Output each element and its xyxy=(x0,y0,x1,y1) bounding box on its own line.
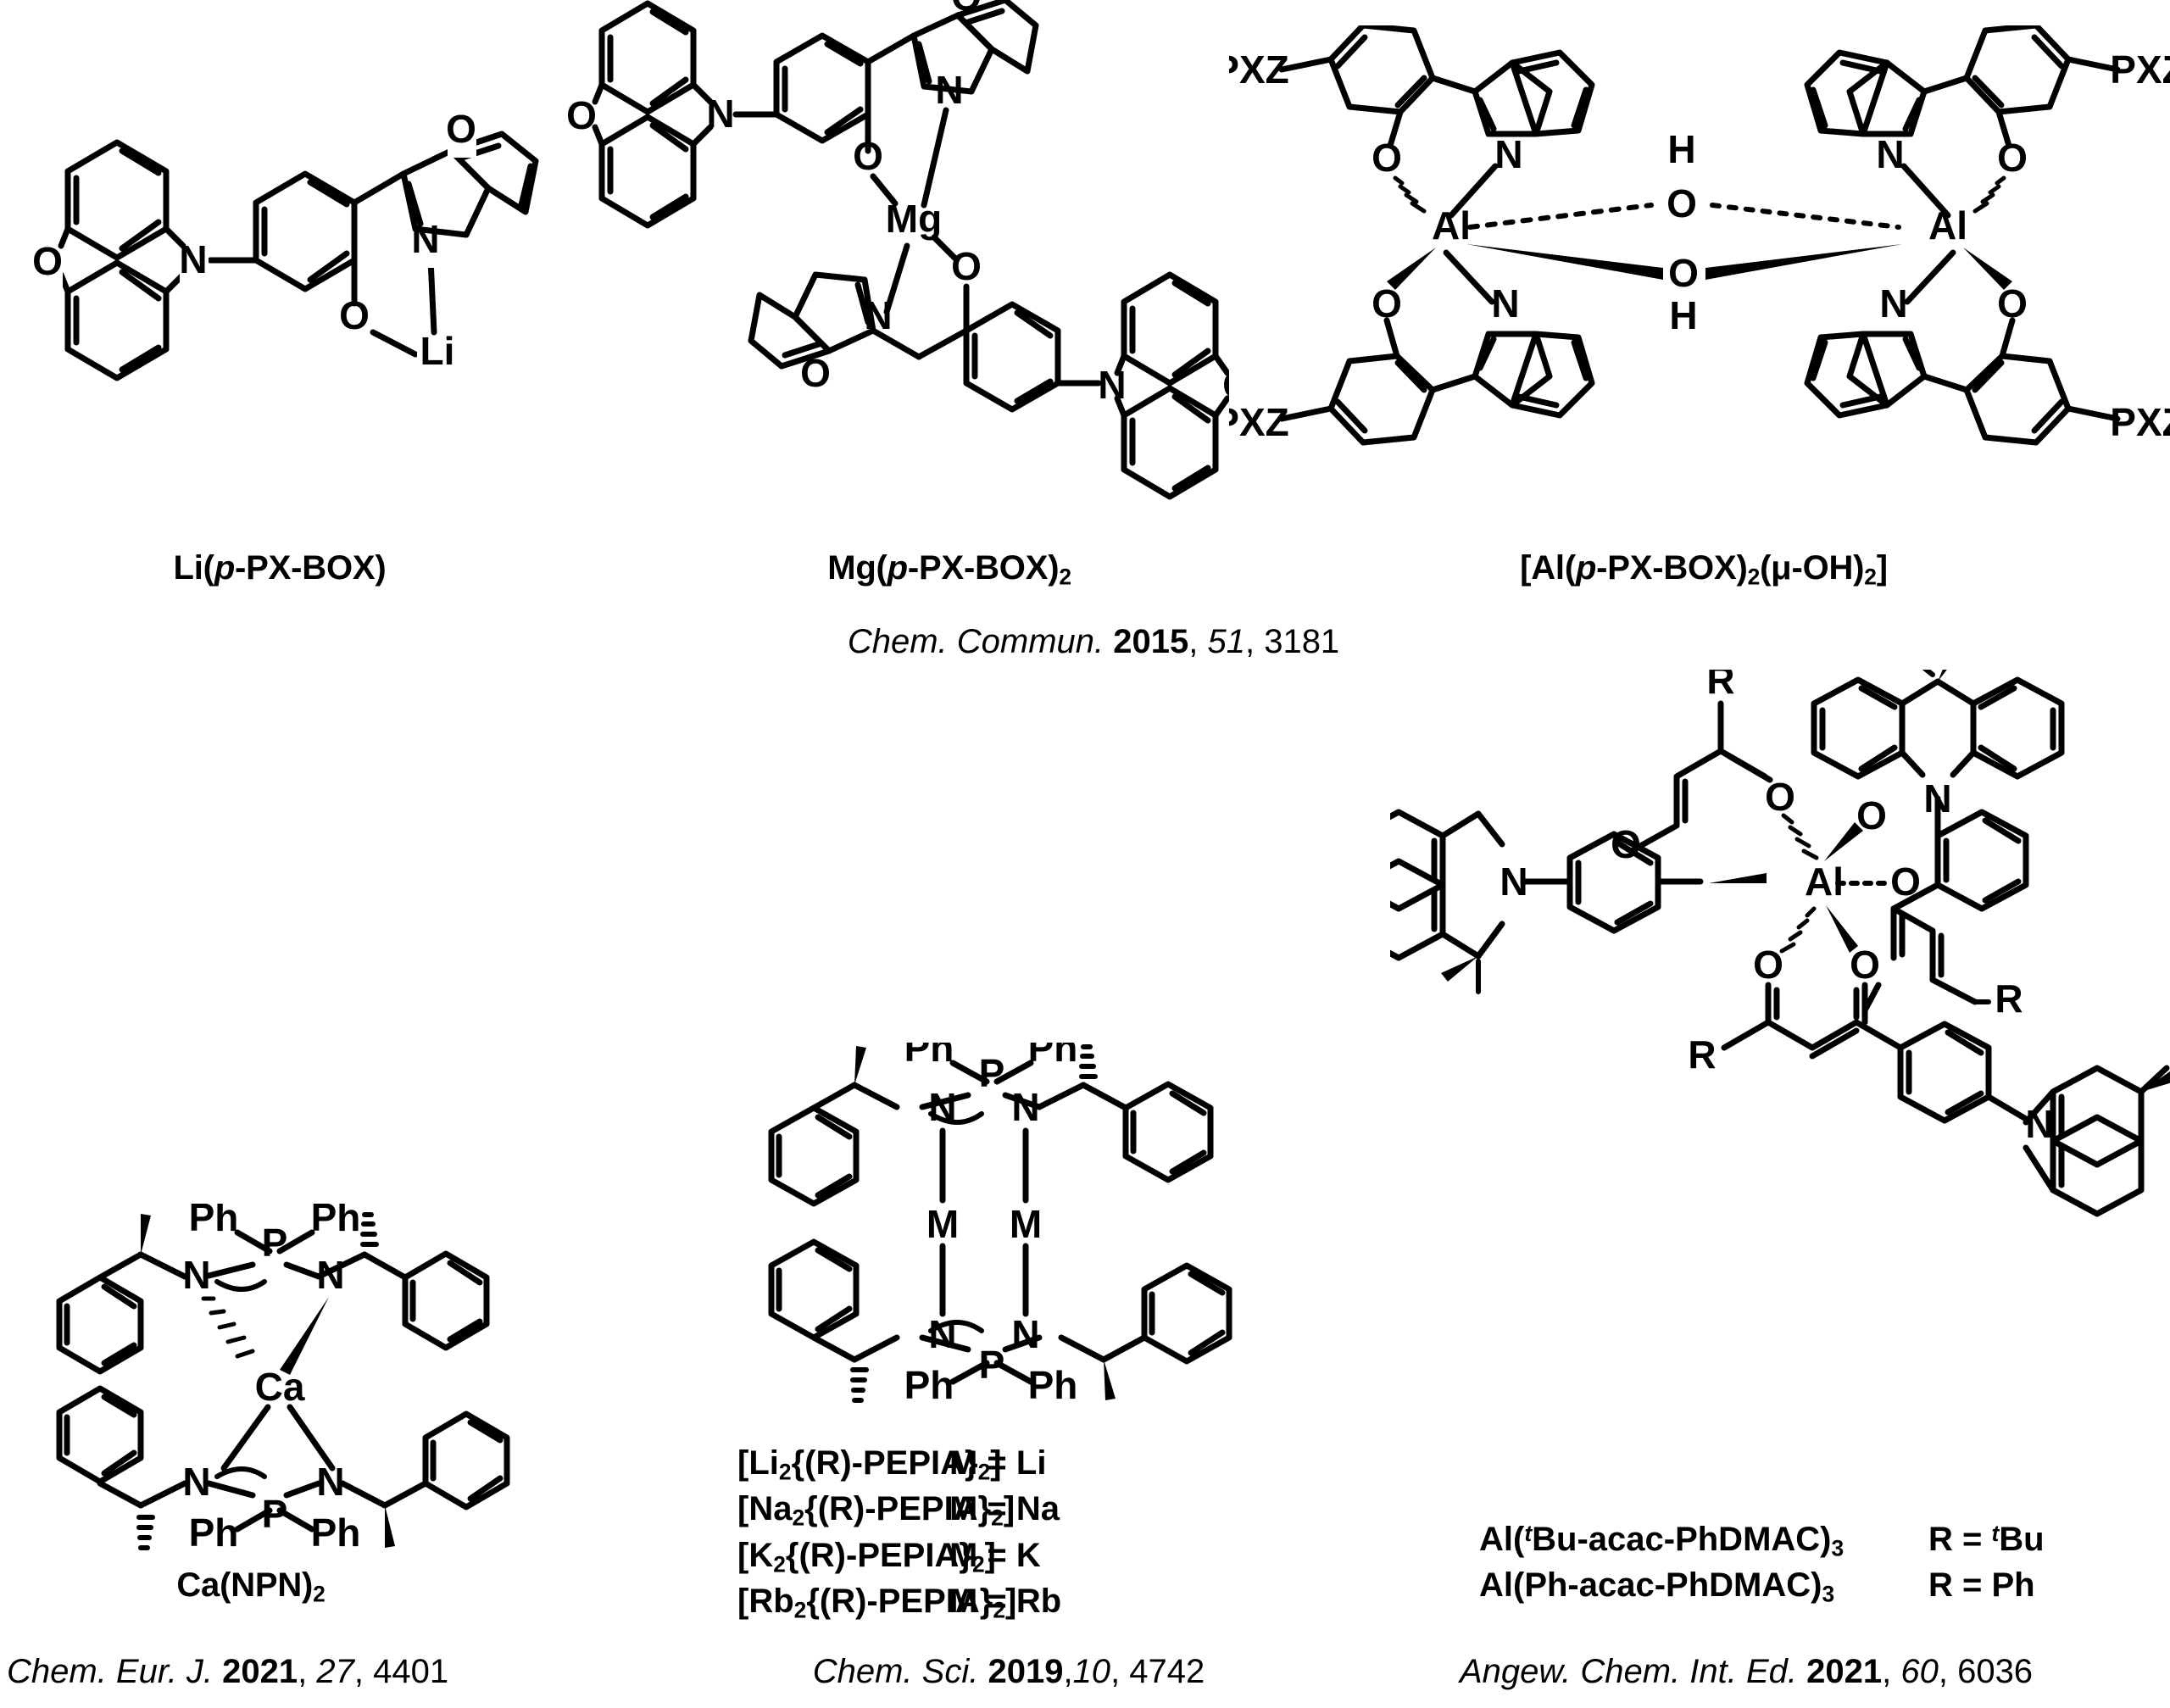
list-item: [Na2{(R)-PEPIA}2]M = Na xyxy=(737,1490,1060,1531)
atom-label-pxz: PXZ xyxy=(2110,400,2170,444)
atom-label-o: O xyxy=(566,93,597,137)
atom-label-al: Al xyxy=(1928,203,1967,248)
atom-label-o: O xyxy=(951,0,982,19)
compound-label-li-p-px-box: Li(p-PX-BOX) xyxy=(173,549,387,587)
atom-label-n: N xyxy=(864,293,892,337)
atom-label-p: P xyxy=(979,1051,1005,1095)
atom-label-n: N xyxy=(182,1253,210,1297)
atom-label-pxz: PXZ xyxy=(1229,400,1289,444)
atom-label-pxz: PXZ xyxy=(2110,47,2170,92)
compound-label-mg-p-px-box-2: Mg(p-PX-BOX)2 xyxy=(827,549,1071,590)
structure-al-acac-phdmac-3: R O O O O R Al O O R N N N xyxy=(1390,670,2170,1517)
atom-label-n: N xyxy=(1011,1312,1039,1356)
svg-text:N: N xyxy=(411,217,439,261)
structure-m2-pepia-2: N P N Ph Ph M M N P N Ph Ph xyxy=(746,1043,1271,1424)
atom-label-h: H xyxy=(1669,293,1697,337)
atom-label-n: N xyxy=(706,92,734,136)
structure-ca-npn-2: N P N Ph Ph Ca N P N Ph Ph xyxy=(34,1204,559,1560)
pepia-compound-list: [Li2{(R)-PEPIA}2]M = Li [Na2{(R)-PEPIA}2… xyxy=(737,1441,1061,1626)
atom-label-o: O xyxy=(1997,136,2028,180)
compound-label-al-dimer: [Al(p-PX-BOX)2(μ-OH)2] xyxy=(1520,549,1888,590)
atom-label-o: O xyxy=(1997,281,2028,325)
group-label-ph: Ph xyxy=(189,1510,239,1555)
atom-label-al: Al xyxy=(1432,203,1471,248)
structure-li-p-px-box: O N O O N Li O N O O N Li xyxy=(17,110,542,526)
group-label-r: R xyxy=(1688,1032,1716,1077)
atom-label-o: O xyxy=(853,134,883,178)
atom-label-m: M xyxy=(1010,1202,1042,1246)
atom-label-al: Al xyxy=(1805,860,1844,904)
group-label-ph: Ph xyxy=(1028,1043,1078,1070)
atom-label-o: O xyxy=(1372,136,1402,180)
atom-label-o: O xyxy=(1372,281,1402,325)
atom-label-n: N xyxy=(1491,281,1519,325)
svg-text:Li: Li xyxy=(420,329,455,373)
structure-al-dimer: PXZ O N Al O N PXZ H O O H PXZ O N Al O … xyxy=(1229,25,2170,534)
list-item: [Rb2{(R)-PEPIA}2]M = Rb xyxy=(737,1583,1062,1623)
atom-label-h: H xyxy=(1667,127,1695,171)
atom-label-n: N xyxy=(1876,132,1904,176)
atom-label-n: N xyxy=(1500,860,1527,904)
group-label-ph: Ph xyxy=(904,1363,954,1407)
group-label-r: R xyxy=(1995,976,2023,1021)
atom-label-n: N xyxy=(935,68,963,112)
atom-label-o: O xyxy=(1850,943,1880,987)
atom-label-o: O xyxy=(1668,251,1699,295)
atom-label-o: O xyxy=(951,244,982,288)
svg-text:O: O xyxy=(339,293,370,337)
atom-label-o: O xyxy=(1753,943,1783,987)
atom-label-ca: Ca xyxy=(255,1365,305,1409)
atom-label-n: N xyxy=(1879,281,1907,325)
atom-label-n: N xyxy=(1011,1085,1039,1129)
group-label-ph: Ph xyxy=(311,1510,361,1555)
group-label-ph: Ph xyxy=(311,1204,361,1239)
compound-label-ca-npn-2: Ca(NPN)2 xyxy=(176,1566,326,1607)
atom-label-o: O xyxy=(1666,181,1697,225)
citation-chem-commun-2015: Chem. Commun. 2015, 51, 3181 xyxy=(847,623,1340,660)
atom-label-o: O xyxy=(1765,775,1795,819)
atom-label-p: P xyxy=(262,1221,288,1265)
group-label-r: R xyxy=(1706,670,1734,702)
atom-label-n: N xyxy=(316,1460,344,1504)
atom-label-p: P xyxy=(262,1492,288,1536)
atom-label-o: O xyxy=(800,351,831,395)
citation-chem-sci-2019: Chem. Sci. 2019,10, 4742 xyxy=(812,1653,1205,1690)
list-item: [K2{(R)-PEPIA}2]M = K xyxy=(737,1536,1041,1577)
atom-label-n: N xyxy=(928,1085,956,1129)
svg-text:O: O xyxy=(32,239,63,283)
atom-label-n: N xyxy=(316,1253,344,1297)
atom-label-n: N xyxy=(1494,132,1522,176)
atom-label-n: N xyxy=(1098,363,1126,407)
group-label-ph: Ph xyxy=(904,1043,954,1070)
atom-label-pxz: PXZ xyxy=(1229,47,1289,92)
atom-label-n: N xyxy=(1923,776,1951,821)
list-item: [Li2{(R)-PEPIA}2]M = Li xyxy=(737,1444,1047,1485)
svg-text:O: O xyxy=(446,110,476,151)
group-label-ph: Ph xyxy=(189,1204,239,1239)
atom-label-n: N xyxy=(2025,1102,2053,1146)
svg-text:N: N xyxy=(179,237,207,281)
atom-label-o: O xyxy=(1222,363,1229,407)
atom-label-n: N xyxy=(928,1312,956,1356)
citation-chem-eur-j-2021: Chem. Eur. J. 2021, 27, 4401 xyxy=(7,1653,449,1690)
atom-label-p: P xyxy=(979,1343,1005,1387)
atom-label-o: O xyxy=(1611,822,1641,866)
atom-label-mg: Mg xyxy=(886,197,942,241)
citation-angew-chem-2021: Angew. Chem. Int. Ed. 2021, 60, 6036 xyxy=(1460,1653,2034,1690)
atom-label-o: O xyxy=(1856,793,1887,837)
group-label-ph: Ph xyxy=(1028,1363,1078,1407)
atom-label-o: O xyxy=(1890,860,1921,904)
atom-label-m: M xyxy=(926,1202,959,1246)
structure-mg-p-px-box-2: O N O O N Mg O N O N O xyxy=(551,0,1229,534)
atom-label-n: N xyxy=(182,1460,210,1504)
